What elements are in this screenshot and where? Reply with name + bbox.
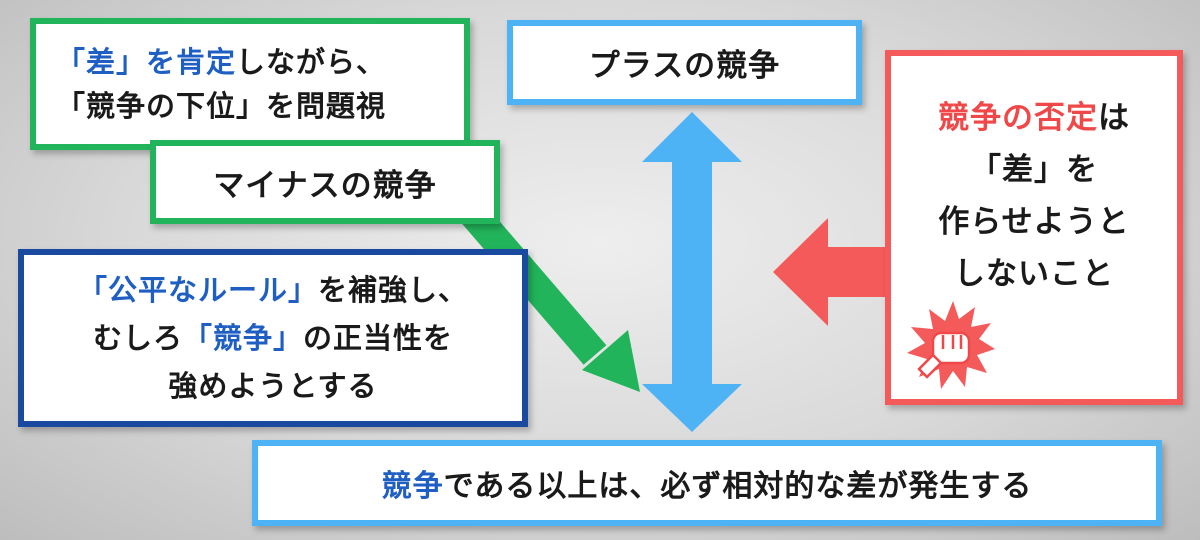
minus-competition-box: マイナスの競争	[150, 140, 500, 224]
minus-competition-label: マイナスの競争	[213, 167, 437, 204]
denial-line-4: しないこと	[954, 256, 1114, 292]
denial-line-1: 競争の否定は	[938, 100, 1130, 136]
fair-rules-box: 「公平なルール」を補強し、 むしろ「競争」の正当性を 強めようとする	[18, 249, 528, 427]
fair-rules-line-1: 「公平なルール」を補強し、	[77, 273, 469, 307]
fair-rules-line-2: むしろ「競争」の正当性を	[92, 321, 454, 355]
fist-icon	[907, 301, 995, 389]
affirm-difference-line-2: 「競争の下位」を問題視	[56, 89, 387, 123]
affirm-difference-box: 「差」を肯定しながら、 「競争の下位」を問題視	[30, 18, 470, 150]
blue-double-arrow	[642, 112, 742, 432]
bottom-statement-text: 競争である以上は、必ず相対的な差が発生する	[381, 469, 1033, 504]
plus-competition-label: プラスの競争	[588, 48, 781, 84]
fair-rules-line-3: 強めようとする	[168, 369, 378, 403]
competition-denial-box: 競争の否定は 「差」を 作らせようと しないこと	[885, 50, 1183, 405]
affirm-difference-line-1: 「差」を肯定しながら、	[56, 45, 387, 79]
bottom-statement-box: 競争である以上は、必ず相対的な差が発生する	[252, 440, 1162, 526]
denial-line-3: 作らせようと	[938, 204, 1130, 240]
plus-competition-box: プラスの競争	[507, 20, 862, 105]
denial-line-2: 「差」を	[970, 152, 1098, 188]
green-diagonal-arrow	[458, 200, 640, 392]
red-left-arrow	[773, 218, 895, 326]
